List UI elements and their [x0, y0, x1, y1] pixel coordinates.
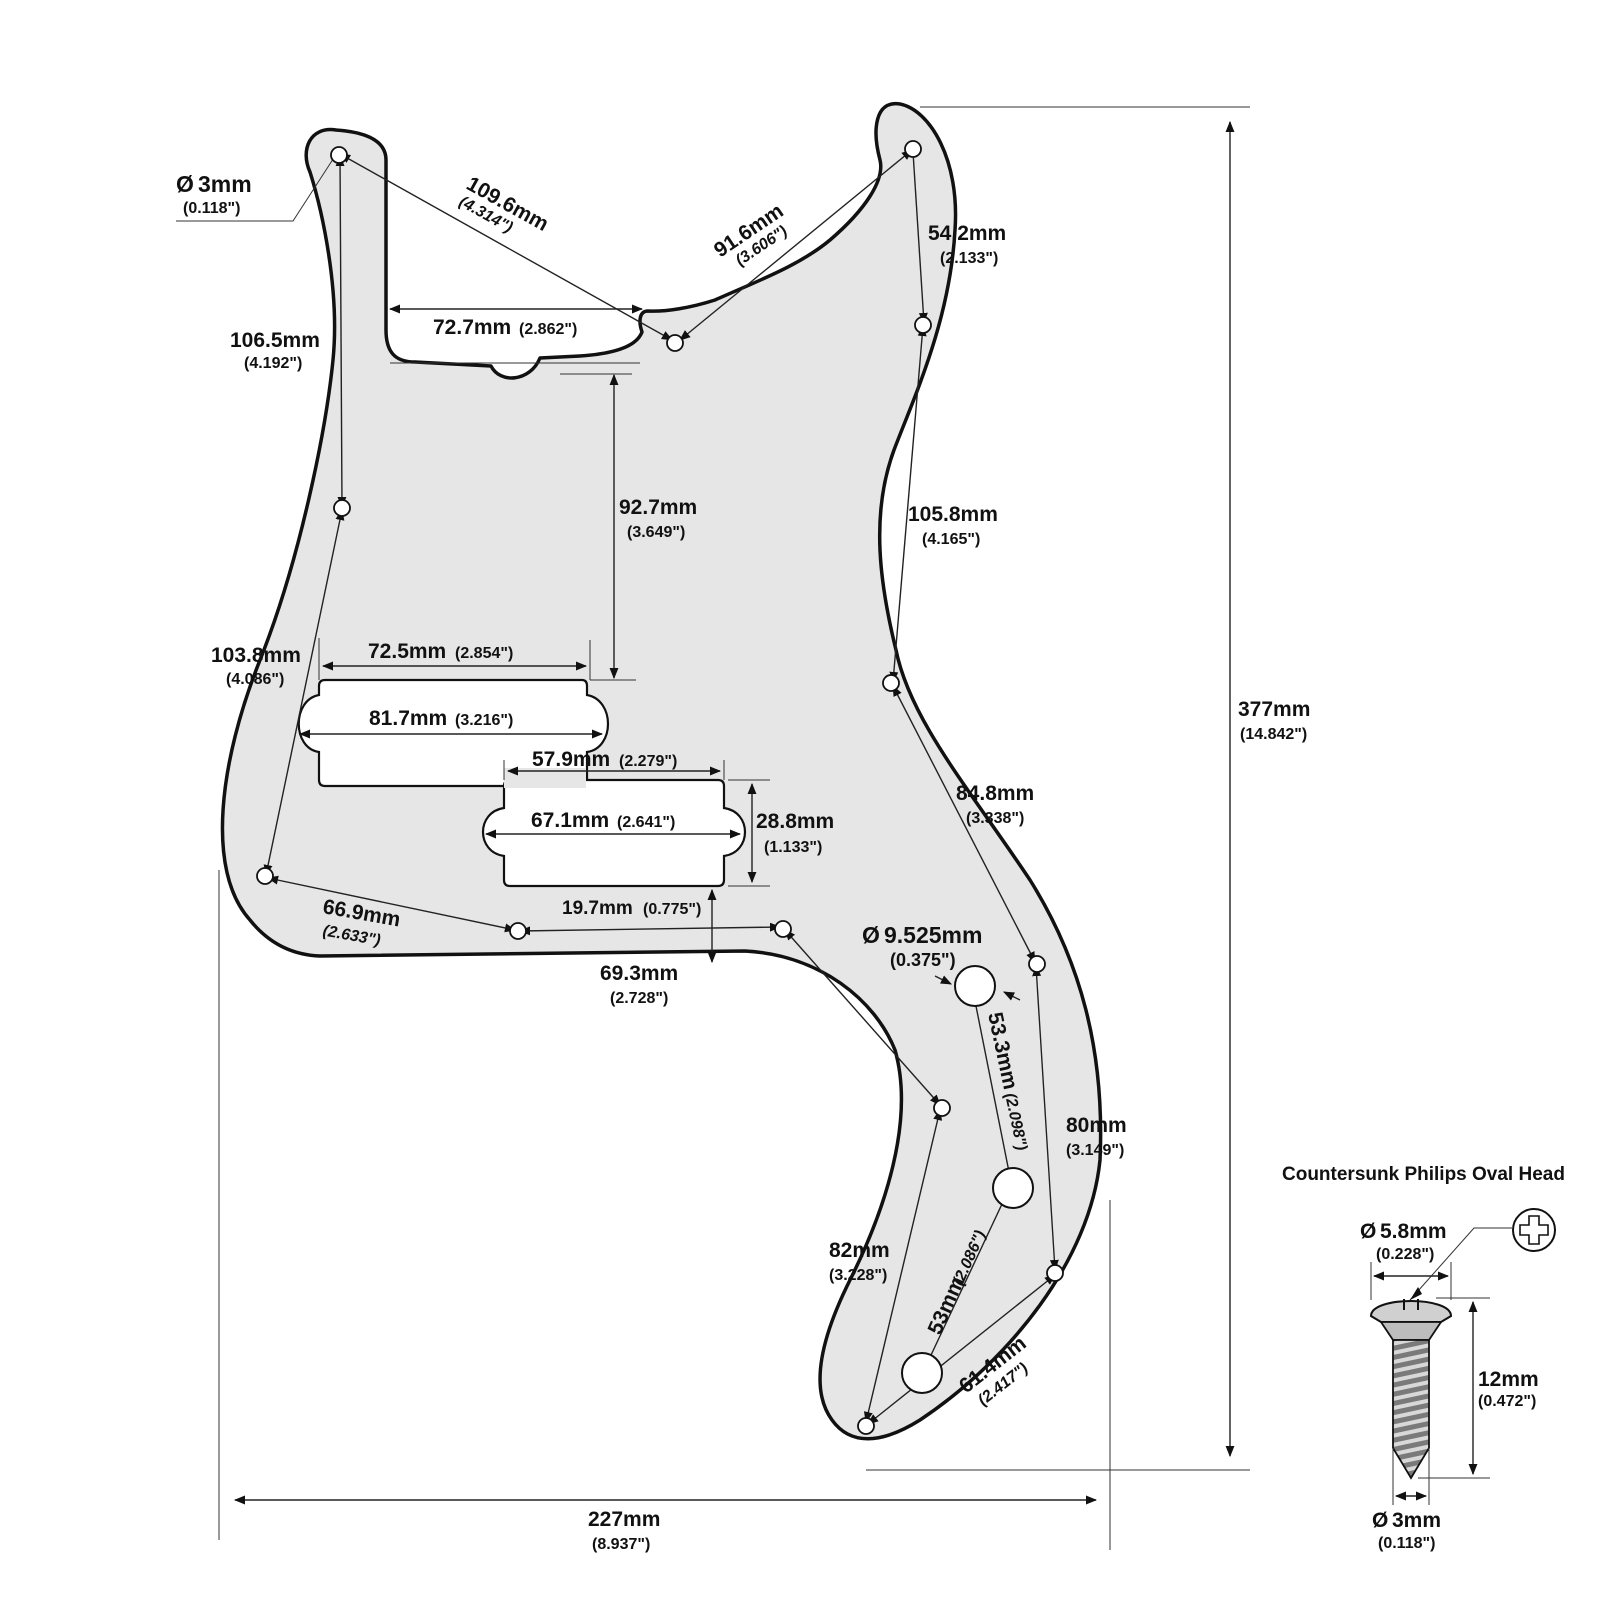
label-106-5-in: (4.192") — [244, 355, 302, 372]
pot-hole — [954, 965, 996, 1007]
screw-illustration — [1369, 1299, 1453, 1480]
diameter-symbol: Ø — [1372, 1509, 1388, 1532]
label-81-7-in: (3.216") — [455, 712, 513, 729]
screw-hole — [933, 1099, 951, 1117]
label-19-7-mm: 19.7mm — [562, 898, 633, 919]
screw-hole — [857, 1417, 875, 1435]
label-28-8-mm: 28.8mm — [756, 810, 834, 833]
screw-hole — [774, 920, 792, 938]
pot-hole-diameter-mm: 9.525mm — [884, 922, 982, 948]
label-92-7-mm: 92.7mm — [619, 496, 697, 519]
label-57-9-in: (2.279") — [619, 753, 677, 770]
label-82-in: (3.228") — [829, 1267, 887, 1284]
label-227-mm: 227mm — [588, 1508, 660, 1531]
diameter-symbol: Ø — [1360, 1220, 1376, 1243]
screw-hole — [509, 922, 527, 940]
label-72-5-mm: 72.5mm — [368, 640, 446, 663]
screw-length-mm: 12mm — [1478, 1368, 1539, 1391]
screw-shank-diameter-in: (0.118") — [1378, 1535, 1435, 1552]
screw-spec-title: Countersunk Philips Oval Head — [1282, 1164, 1565, 1185]
label-84-8-in: (3.338") — [966, 810, 1024, 827]
label-19-7-in: (0.775") — [643, 901, 701, 918]
label-72-5-in: (2.854") — [455, 645, 513, 662]
phillips-cross-icon — [1512, 1208, 1556, 1252]
screw-length-in: (0.472") — [1478, 1393, 1536, 1410]
label-227-in: (8.937") — [592, 1536, 650, 1553]
label-81-7-mm: 81.7mm — [369, 707, 447, 730]
label-80-mm: 80mm — [1066, 1114, 1127, 1137]
label-69-3-in: (2.728") — [610, 990, 668, 1007]
label-92-7-in: (3.649") — [627, 524, 685, 541]
label-377-in: (14.842") — [1240, 726, 1307, 743]
label-54-2-in: (2.133") — [940, 250, 998, 267]
label-28-8-in: (1.133") — [764, 839, 822, 856]
label-72-7-in: (2.862") — [519, 321, 577, 338]
label-69-3-mm: 69.3mm — [600, 962, 678, 985]
screw-shank-diameter-mm: 3mm — [1392, 1509, 1441, 1532]
screw-hole-diameter-mm: 3mm — [198, 171, 252, 197]
screw-hole — [333, 499, 351, 517]
screw-head-diameter-in: (0.228") — [1376, 1246, 1434, 1263]
label-57-9-mm: 57.9mm — [532, 748, 610, 771]
pot-holes — [901, 965, 1034, 1394]
label-82-mm: 82mm — [829, 1239, 890, 1262]
screw-hole — [1046, 1264, 1064, 1282]
screw-spec-panel: Countersunk Philips Oval Head Ø 5.8mm (0… — [1282, 1164, 1565, 1552]
diameter-symbol: Ø — [862, 922, 880, 948]
label-105-8-in: (4.165") — [922, 531, 980, 548]
label-54-2-mm: 54.2mm — [928, 222, 1006, 245]
screw-hole — [914, 316, 932, 334]
screw-hole — [904, 140, 922, 158]
label-84-8-mm: 84.8mm — [956, 782, 1034, 805]
pot-hole — [901, 1352, 943, 1394]
label-80-in: (3.149") — [1066, 1142, 1124, 1159]
label-67-1-mm: 67.1mm — [531, 809, 609, 832]
label-106-5-mm: 106.5mm — [230, 329, 320, 352]
mounting-holes — [256, 140, 1064, 1435]
screw-hole — [882, 674, 900, 692]
screw-hole — [1028, 955, 1046, 973]
screw-head-diameter-mm: 5.8mm — [1380, 1220, 1447, 1243]
screw-hole — [330, 146, 348, 164]
label-377-mm: 377mm — [1238, 698, 1310, 721]
screw-hole — [256, 867, 274, 885]
diameter-symbol: Ø — [176, 171, 194, 197]
pot-hole — [992, 1167, 1034, 1209]
label-67-1-in: (2.641") — [617, 814, 675, 831]
pot-hole-diameter-in: (0.375") — [890, 950, 956, 970]
screw-hole-diameter-in: (0.118") — [183, 200, 240, 217]
dimension-lines — [176, 106, 1250, 1550]
label-103-8-in: (4.086") — [226, 671, 284, 688]
screw-hole — [666, 334, 684, 352]
label-72-7-mm: 72.7mm — [433, 316, 511, 339]
label-105-8-mm: 105.8mm — [908, 503, 998, 526]
pickup-cutout-lower — [481, 778, 747, 888]
label-103-8-mm: 103.8mm — [211, 644, 301, 667]
